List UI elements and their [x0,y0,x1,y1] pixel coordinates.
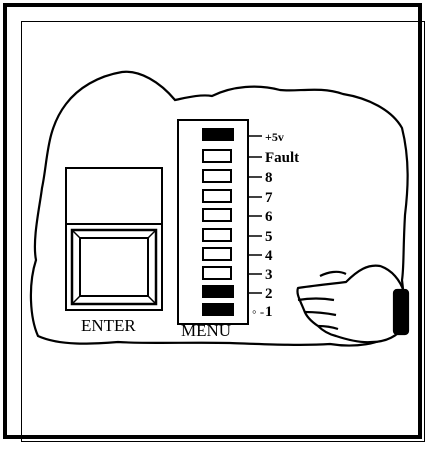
led-label-4: 4 [265,248,273,264]
led-indicator-6 [202,208,232,222]
led-label-7: 7 [265,190,273,206]
pointing-hand-icon [296,264,410,344]
led-label-8: 8 [265,170,273,186]
led-indicator-8 [202,169,232,183]
enter-button[interactable] [65,167,163,311]
led-label-6: 6 [265,209,273,225]
led-indicator-5 [202,228,232,242]
led-label-5: 5 [265,229,273,245]
led-indicator-7 [202,189,232,203]
menu-label: MENU [181,321,231,340]
enter-label: ENTER [81,316,136,335]
led-label-fault: Fault [265,150,299,166]
inner-frame [21,21,425,442]
led-indicator-3 [202,266,232,280]
indicator-prefix: ◦ - [252,304,264,319]
led-indicator-4 [202,247,232,261]
led-indicator-2 [202,285,234,298]
panel-cloud-outline [29,70,409,347]
led-indicator-1 [202,303,234,316]
led-indicator-5v [202,128,234,141]
led-label-3: 3 [265,267,273,283]
led-label-5v: +5v [265,130,284,144]
led-label-2: 2 [265,286,273,302]
led-indicator-fault [202,149,232,163]
led-label-1: 1 [265,304,273,320]
